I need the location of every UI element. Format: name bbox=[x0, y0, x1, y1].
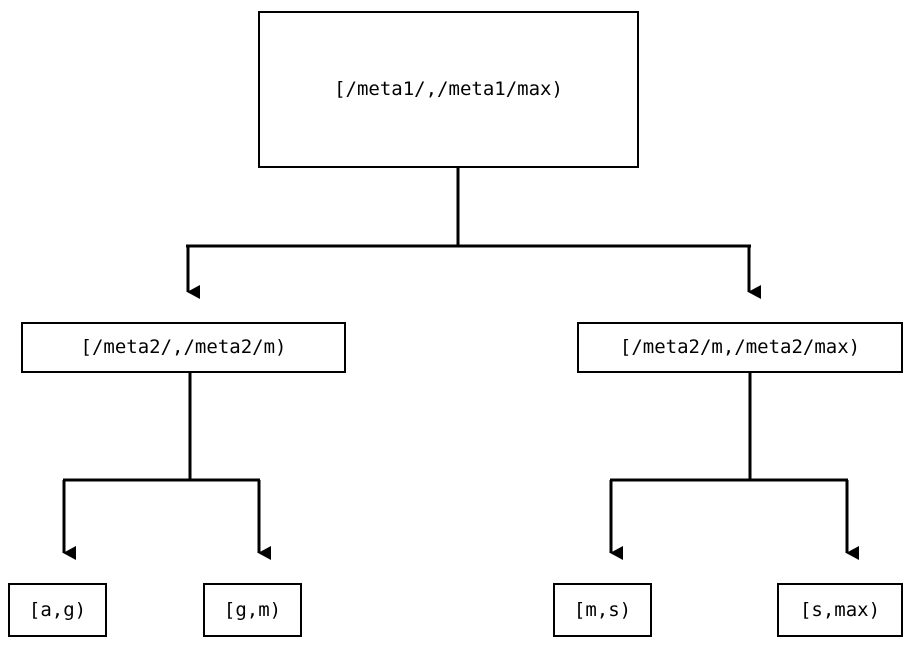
tree-node-leaf-smax[interactable]: [s,max) bbox=[777, 583, 903, 637]
tree-node-meta2-low[interactable]: [/meta2/,/meta2/m) bbox=[21, 322, 346, 373]
edge-root-to-level1 bbox=[186, 168, 761, 299]
tree-node-root-label: [/meta1/,/meta1/max) bbox=[334, 78, 563, 100]
tree-node-meta2-high[interactable]: [/meta2/m,/meta2/max) bbox=[577, 322, 903, 373]
tree-node-meta2-high-label: [/meta2/m,/meta2/max) bbox=[619, 336, 861, 358]
tree-node-leaf-ag[interactable]: [a,g) bbox=[8, 583, 107, 637]
tree-node-meta2-low-label: [/meta2/,/meta2/m) bbox=[80, 336, 287, 358]
tree-node-leaf-ms-label: [m,s) bbox=[573, 598, 632, 621]
edge-meta2high-to-leaves bbox=[609, 373, 859, 560]
tree-node-leaf-gm[interactable]: [g,m) bbox=[203, 583, 302, 637]
tree-node-leaf-ms[interactable]: [m,s) bbox=[553, 583, 652, 637]
tree-node-root[interactable]: [/meta1/,/meta1/max) bbox=[258, 11, 639, 168]
tree-node-leaf-smax-label: [s,max) bbox=[799, 598, 881, 621]
tree-node-leaf-ag-label: [a,g) bbox=[28, 598, 87, 621]
edge-meta2low-to-leaves bbox=[62, 373, 271, 560]
tree-node-leaf-gm-label: [g,m) bbox=[223, 598, 282, 621]
